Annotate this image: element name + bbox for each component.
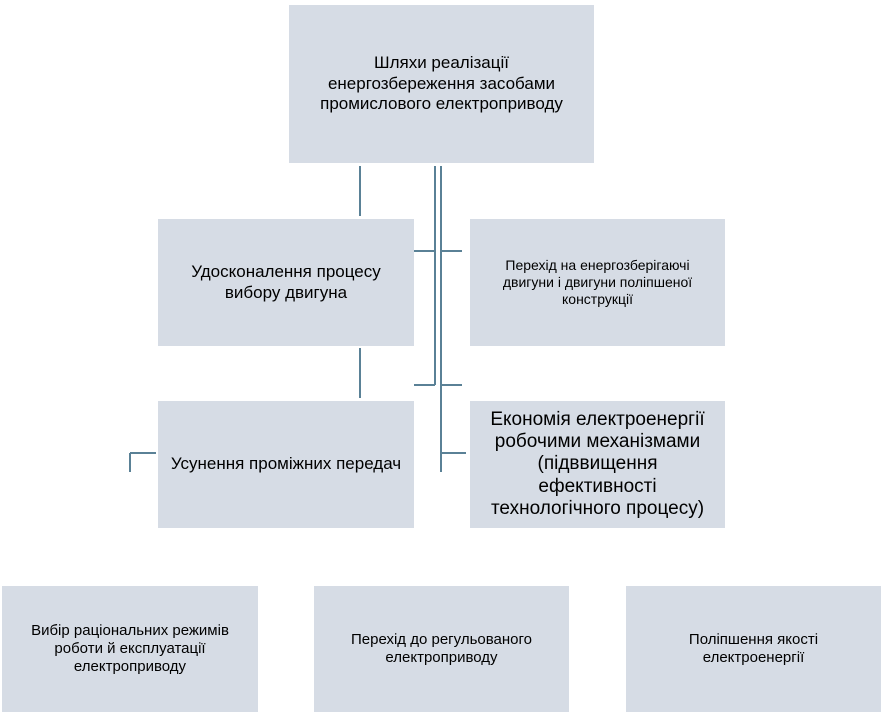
node-power-quality-label: Поліпшення якості електроенергії <box>688 631 819 666</box>
node-energy-saving-motors-label: Перехід на енергозберігаючі двигуни і дв… <box>502 257 693 307</box>
node-energy-saving-motors: Перехід на енергозберігаючі двигуни і дв… <box>470 219 725 346</box>
node-rational-modes-label: Вибір раціональних режимів роботи й експ… <box>31 622 229 675</box>
node-mechanisms-economy-label: Економія електроенергії робочими механіз… <box>490 409 705 519</box>
node-motor-selection: Удосконалення процесу вибору двигуна <box>158 219 414 346</box>
root-node: Шляхи реалізації енергозбереження засоба… <box>289 5 594 163</box>
root-node-label: Шляхи реалізації енергозбереження засоба… <box>320 53 563 114</box>
node-remove-transmissions-label: Усунення проміжних передач <box>170 454 402 474</box>
node-mechanisms-economy: Економія електроенергії робочими механіз… <box>470 401 725 528</box>
node-regulated-drive-label: Перехід до регульованого електроприводу <box>351 631 532 666</box>
node-remove-transmissions: Усунення проміжних передач <box>158 401 414 528</box>
node-power-quality: Поліпшення якості електроенергії <box>626 586 881 712</box>
node-motor-selection-label: Удосконалення процесу вибору двигуна <box>191 262 381 302</box>
node-rational-modes: Вибір раціональних режимів роботи й експ… <box>2 586 258 712</box>
node-regulated-drive: Перехід до регульованого електроприводу <box>314 586 569 712</box>
